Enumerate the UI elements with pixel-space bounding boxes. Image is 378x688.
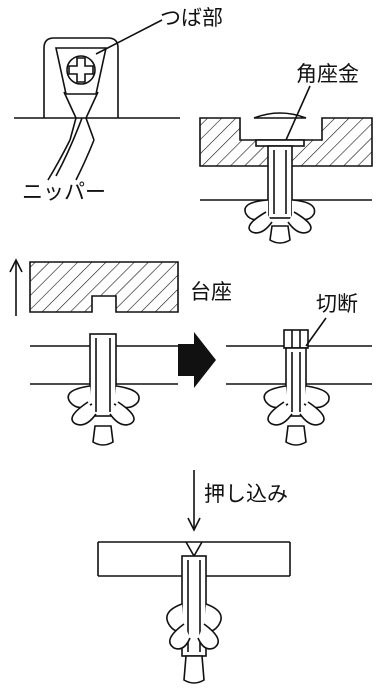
nipper-handle-right [75, 139, 95, 181]
nipper-jaw-right [85, 91, 99, 141]
label-kakuza-kin: 角座金 [296, 62, 359, 86]
bolt-shank [267, 145, 293, 219]
step3-push-panel [97, 470, 291, 684]
label-nipper: ニッパー [22, 180, 106, 204]
nipper-jaw-left [63, 91, 77, 141]
label-tsuba: つば部 [160, 6, 223, 30]
label-oshikomi: 押し込み [204, 482, 288, 506]
step1-nipper-panel [14, 19, 180, 181]
square-washer [255, 139, 305, 147]
step2-daiza-panel [9, 258, 179, 446]
leader-setsudan [305, 317, 327, 347]
phillips-icon [66, 55, 96, 85]
leader-kakuza [285, 85, 311, 141]
right-arrow-solid-icon [178, 332, 216, 388]
nipper-handle-left [47, 139, 71, 181]
bolt-shank-2 [89, 333, 117, 417]
leader-tsuba [95, 19, 163, 55]
step2-cut-panel [226, 317, 372, 446]
step1-section-panel [199, 85, 373, 244]
daiza-block [29, 261, 179, 313]
flange-tsuba [55, 47, 107, 95]
label-setsudan: 切断 [316, 292, 358, 316]
nipper-head [43, 37, 119, 118]
label-daiza: 台座 [190, 280, 232, 304]
anchor-tip [269, 225, 291, 244]
flange-top [253, 112, 307, 119]
anchor-petals [244, 199, 316, 234]
hex-bolt-head-icon [283, 329, 309, 349]
